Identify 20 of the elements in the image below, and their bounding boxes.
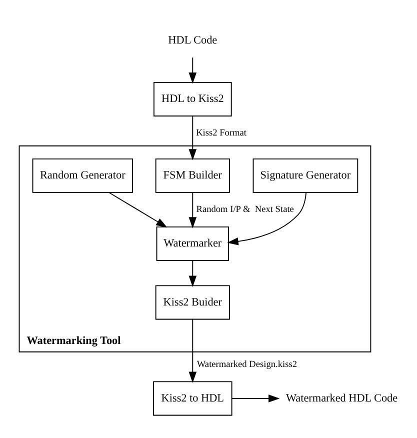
node-box: Kiss2 Buider — [155, 284, 230, 320]
arrow — [188, 192, 197, 228]
arrow — [108, 192, 168, 228]
node-box: FSM Builder — [155, 158, 230, 192]
edge-label: Kiss2 Format — [196, 128, 247, 138]
node-text: Watermarked HDL Code — [286, 392, 398, 404]
node-box: Signature Generator — [252, 158, 358, 192]
node-box: Random Generator — [32, 158, 133, 192]
edge-label: Random I/P & Next State — [196, 204, 294, 215]
arrow — [188, 56, 197, 84]
arrow — [188, 115, 197, 160]
arrow — [188, 260, 197, 286]
node-box: HDL to Kiss2 — [154, 82, 232, 116]
node-box: Watermarker — [156, 226, 229, 260]
arrow — [188, 318, 197, 382]
arrow — [227, 192, 307, 245]
edge-label: Watermarked Design.kiss2 — [196, 359, 298, 370]
arrow — [232, 394, 280, 402]
node-text: HDL Code — [168, 34, 218, 46]
node-box: Kiss2 to HDL — [153, 380, 232, 416]
